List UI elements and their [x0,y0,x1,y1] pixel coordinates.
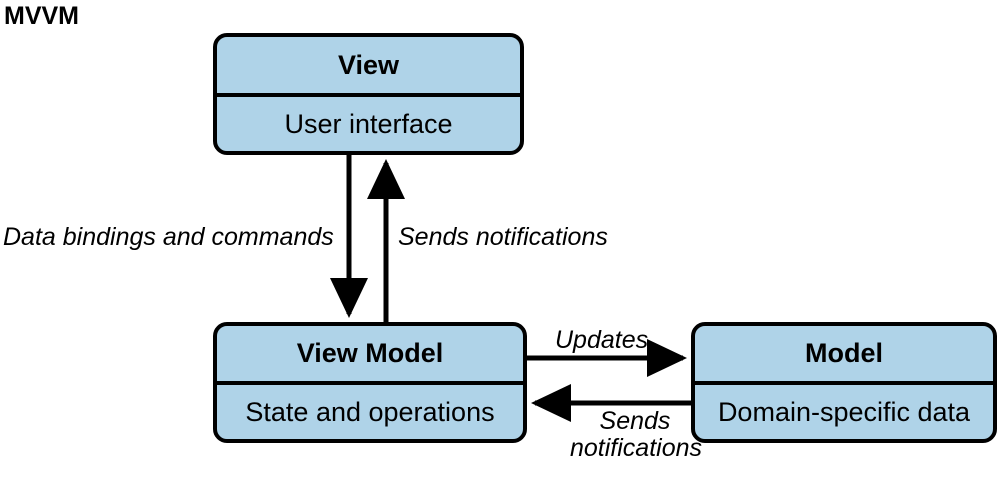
node-view-model-body: State and operations [245,396,495,427]
node-view-model[interactable]: View Model State and operations [213,322,527,443]
node-model-header: Model [695,326,993,385]
edge-label-sends-notifications-up: Sends notifications [398,223,608,251]
node-model[interactable]: Model Domain-specific data [691,322,997,443]
node-view-body: User interface [284,108,453,139]
edge-label-sends-notifications-line1: Sends [599,407,671,435]
page-title: MVVM [4,2,79,30]
edge-label-sends-notifications-down: Sends notifications [570,407,703,462]
node-view-header: View [217,37,520,97]
edge-label-data-bindings-and-commands: Data bindings and commands [3,223,334,251]
edge-label-updates: Updates [555,326,649,354]
node-view-model-header: View Model [217,326,523,385]
node-model-body: Domain-specific data [717,396,971,427]
node-view[interactable]: View User interface [213,33,524,155]
edge-label-sends-notifications-line2: notifications [570,434,703,462]
